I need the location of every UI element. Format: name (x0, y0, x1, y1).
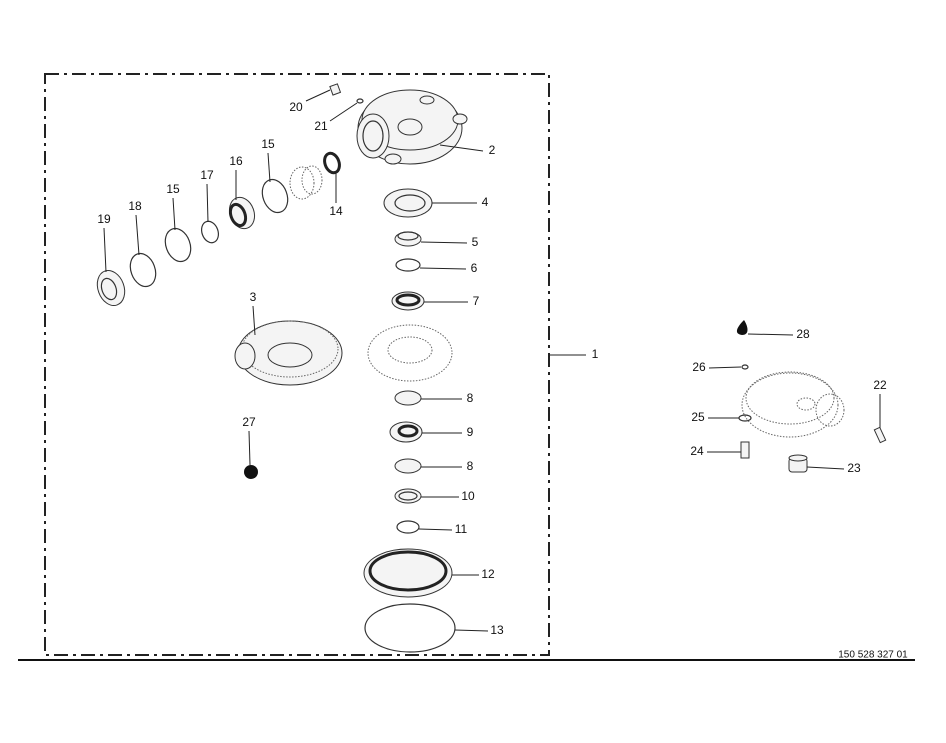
callout-14: 14 (329, 204, 343, 218)
part-2-housing[interactable] (356, 89, 468, 165)
callout-13: 13 (490, 623, 504, 637)
callout-12: 12 (481, 567, 495, 581)
part-4-bearing[interactable] (383, 188, 433, 218)
callout-26: 26 (692, 360, 706, 374)
callout-15-second: 15 (166, 182, 180, 196)
callout-9: 9 (467, 425, 474, 439)
part-housing-reference (741, 371, 845, 438)
callout-18: 18 (128, 199, 142, 213)
callout-6: 6 (471, 261, 478, 275)
drawing-number: 150 528 327 01 (838, 650, 908, 661)
part-5-bushing[interactable] (394, 231, 422, 247)
callout-3: 3 (250, 290, 257, 304)
part-9-bearing[interactable] (389, 421, 423, 443)
callout-2: 2 (489, 143, 496, 157)
callout-15: 15 (261, 137, 275, 151)
callout-17: 17 (200, 168, 214, 182)
callout-8-second: 8 (467, 459, 474, 473)
kit-boundary (44, 73, 550, 656)
callout-24: 24 (690, 444, 704, 458)
part-7-seal[interactable] (391, 291, 425, 311)
part-12-seal[interactable] (363, 548, 453, 598)
callout-23: 23 (847, 461, 861, 475)
part-15-shim[interactable] (258, 176, 292, 216)
part-15-shim-2[interactable] (161, 225, 195, 265)
callout-27: 27 (242, 415, 256, 429)
part-3-bevel-gear[interactable] (234, 320, 343, 386)
part-23-cap[interactable] (788, 454, 808, 473)
callout-28: 28 (796, 327, 810, 341)
part-28-sealant[interactable] (736, 320, 748, 335)
part-8-shim-2[interactable] (394, 458, 422, 474)
callout-4: 4 (482, 195, 489, 209)
part-10-shim[interactable] (394, 488, 422, 504)
callout-8: 8 (467, 391, 474, 405)
part-21-oring[interactable] (356, 98, 364, 104)
callout-20: 20 (289, 100, 303, 114)
part-8-shim[interactable] (394, 390, 422, 406)
callout-1: 1 (592, 347, 599, 361)
callout-5: 5 (472, 235, 479, 249)
part-11-ring[interactable] (396, 520, 420, 534)
leader-lines (103, 89, 881, 632)
part-16-bearing[interactable] (225, 194, 258, 232)
part-6-oring[interactable] (395, 258, 421, 272)
part-17-ring[interactable] (199, 219, 222, 245)
callout-7: 7 (473, 294, 480, 308)
part-pinion-gear[interactable] (289, 165, 323, 200)
part-18-circlip[interactable] (126, 250, 160, 290)
callout-25: 25 (691, 410, 705, 424)
part-24-bolt[interactable] (740, 441, 750, 459)
part-20-plug[interactable] (329, 83, 342, 96)
part-13-oring[interactable] (364, 603, 456, 653)
callout-11: 11 (455, 522, 468, 536)
callout-22: 22 (873, 378, 887, 392)
callout-19: 19 (97, 212, 111, 226)
part-14-seal[interactable] (322, 151, 342, 175)
part-crown-gear[interactable] (367, 324, 453, 382)
part-26-oring[interactable] (741, 364, 749, 370)
part-19-washer[interactable] (93, 267, 130, 310)
callout-labels: 1 2 3 4 5 6 7 8 9 8 10 11 12 13 14 15 15… (97, 100, 887, 637)
callout-21: 21 (314, 119, 328, 133)
callout-10: 10 (461, 489, 475, 503)
part-27-grease[interactable] (244, 465, 258, 479)
part-22-pin[interactable] (873, 426, 887, 444)
callout-16: 16 (229, 154, 243, 168)
